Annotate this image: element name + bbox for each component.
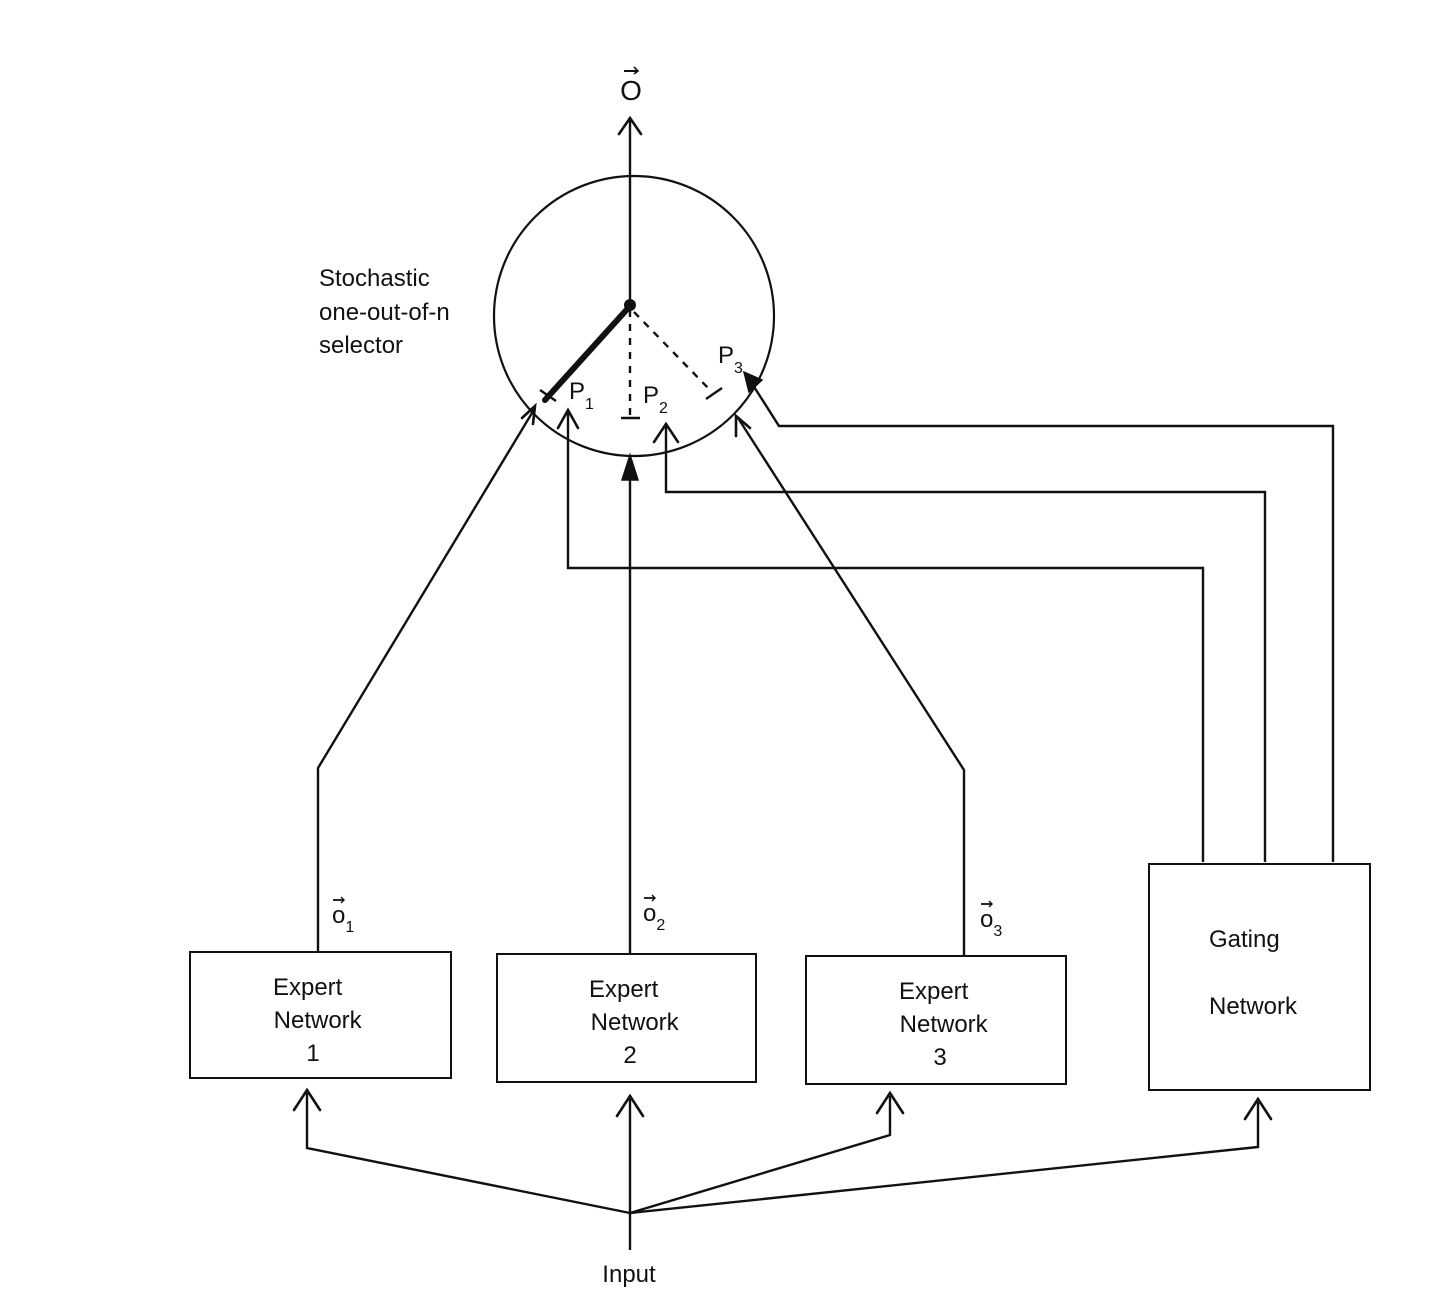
selector-label: Stochastic one-out-of-n selector [319,265,456,359]
expert-network-2-box [496,953,757,1083]
expert-network-3-box [805,955,1067,1085]
o1-sub: 1 [345,919,354,936]
gating-p2-wire [664,425,1267,862]
contact-tick-3 [705,387,723,400]
gating-p1-arrowhead [556,407,580,430]
input-to-expert-1-arrowhead [292,1087,322,1112]
expert-1-line-2: Network [274,1007,363,1034]
expert-2-line-3: 2 [623,1042,636,1069]
input-to-gating [629,1102,1260,1215]
o1-text: o1 [332,902,354,936]
o3-text: o3 [980,906,1002,940]
selector-label-line-3: selector [319,332,403,359]
o3-sub: 3 [993,923,1002,940]
o3-base: o [980,906,993,933]
input-label: Input [602,1261,656,1288]
gating-line-2: Network [1209,993,1298,1020]
gating-p3-wire [749,381,1335,862]
output-vector-tip [633,66,640,75]
expert-3-output-wire [736,417,966,956]
gating-network-label: Gating Network [1209,926,1298,1020]
p3-label: P3 [718,342,743,377]
input-to-expert-1 [305,1093,631,1215]
expert-2-output-arrowhead [620,452,640,481]
input-to-expert-2-arrowhead [615,1093,645,1118]
gating-p2-arrowhead [652,421,680,444]
p3-base: P [718,342,734,369]
input-to-expert-3-arrowhead [875,1090,905,1115]
p2-sub: 2 [659,400,668,417]
selector-switch-arm [542,303,633,403]
expert-1-line-1: Expert [273,974,343,1001]
p2-label: P2 [643,382,668,417]
output-symbol: O [620,75,642,106]
o2-vector-tip [651,894,656,902]
expert-2-line-1: Expert [589,976,659,1003]
expert-network-1-label: Expert Network 1 [273,974,368,1067]
input-to-gating-arrowhead [1243,1096,1273,1121]
o2-base: o [643,900,656,927]
expert-3-line-2: Network [900,1011,989,1038]
input-to-expert-3 [629,1096,892,1215]
o3-vector-tip [988,900,993,908]
o1-label: o1 [332,896,354,936]
gating-line-1: Gating [1209,926,1280,953]
contact-tick-1 [539,389,557,402]
o1-vector-tip [340,896,345,904]
selector-label-line-1: Stochastic [319,265,430,292]
o2-sub: 2 [656,917,665,934]
expert-1-line-3: 1 [306,1040,319,1067]
gating-network-box [1148,863,1371,1091]
p1-sub: 1 [585,396,594,413]
expert-3-line-1: Expert [899,978,969,1005]
p3-sub: 3 [734,360,743,377]
p1-base: P [569,378,585,405]
o3-label: o3 [980,900,1002,940]
expert-3-output-arrowhead [734,413,752,438]
selector-circle [492,174,776,458]
selector-label-line-2: one-out-of-n [319,299,450,326]
expert-1-output-wire [316,407,537,952]
gating-p3-arrowhead [742,370,764,394]
gating-p1-wire [566,412,1205,862]
o2-label: o2 [643,894,665,934]
expert-1-output-arrowhead [520,402,537,426]
p1-label: P1 [569,378,594,413]
o2-text: o2 [643,900,665,934]
expert-2-line-2: Network [591,1009,680,1036]
expert-3-line-3: 3 [933,1044,946,1071]
expert-network-1-box [189,951,452,1079]
expert-network-2-label: Expert Network 2 [589,976,685,1069]
output-arrowhead [617,115,643,136]
selector-dashed-arm-3 [633,311,713,393]
expert-network-3-label: Expert Network 3 [899,978,994,1071]
o1-base: o [332,902,345,929]
p2-base: P [643,382,659,409]
